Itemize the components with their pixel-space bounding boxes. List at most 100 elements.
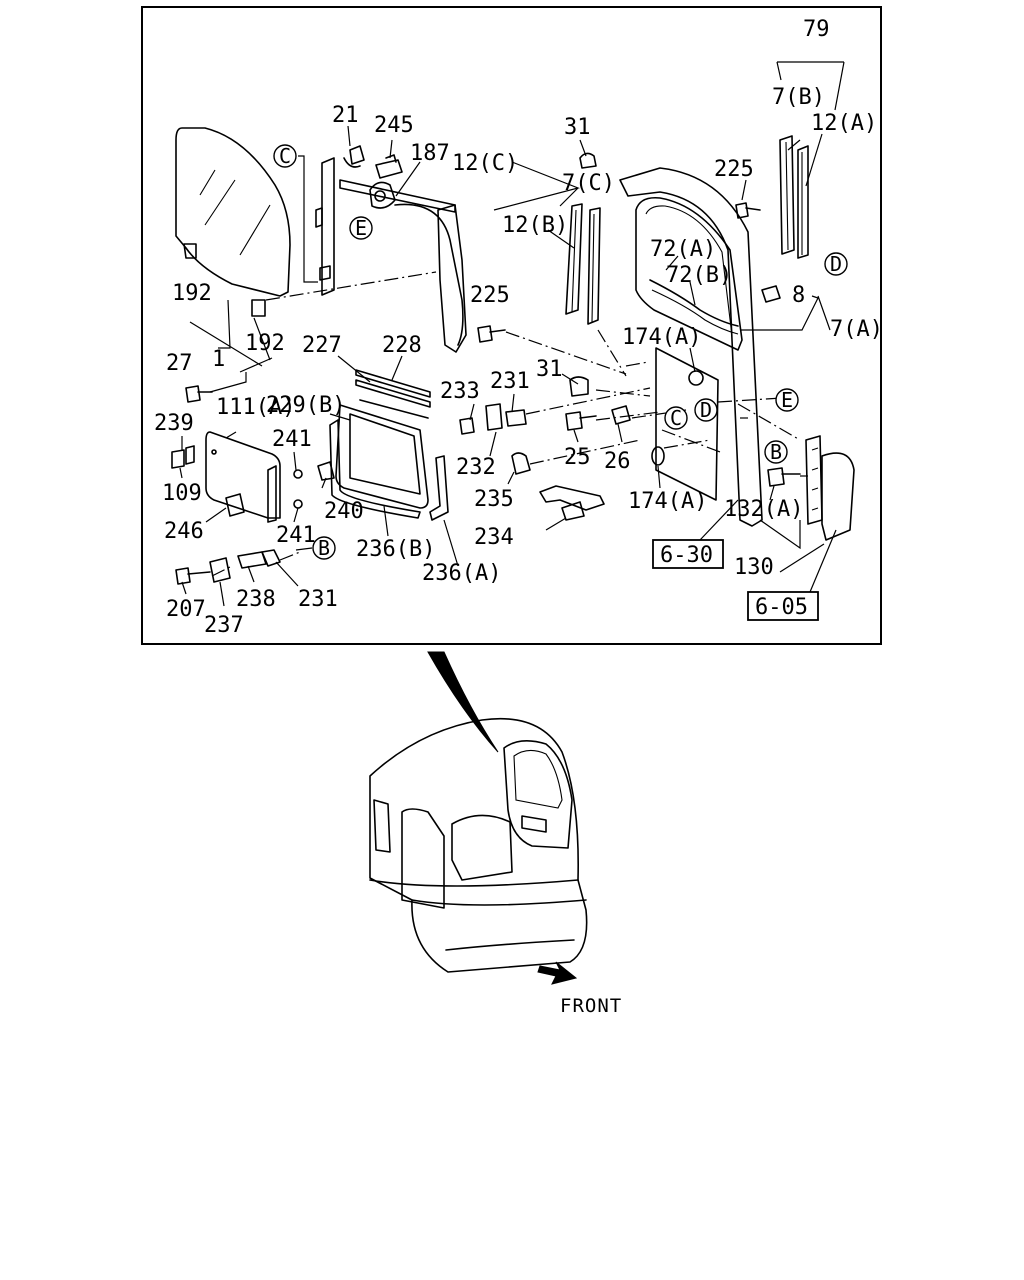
label-7b: 7(B) <box>772 85 825 110</box>
latch-109 <box>171 445 195 469</box>
label-225-right: 225 <box>714 157 754 182</box>
label-235: 235 <box>474 487 514 512</box>
ref-c-left: C <box>279 144 291 168</box>
small-window-panel <box>205 431 281 523</box>
ref-c-mid-circle <box>664 406 688 430</box>
label-174a-bottom: 174(A) <box>628 489 707 514</box>
bolt-225-left <box>477 325 506 343</box>
bolt-27 <box>185 385 213 403</box>
label-207: 207 <box>166 597 206 622</box>
window-regulator <box>339 145 467 353</box>
fasteners-240-241 <box>293 461 335 509</box>
bracket-234 <box>539 485 605 521</box>
label-238: 238 <box>236 587 276 612</box>
door-frame-bracket <box>315 157 335 296</box>
box-6-30: 6-30 <box>660 543 713 568</box>
ref-d-mid: D <box>700 398 712 422</box>
glass-run-channel-12a <box>779 135 809 259</box>
label-12b: 12(B) <box>502 213 568 238</box>
bolt-235 <box>511 452 531 475</box>
label-239: 239 <box>154 411 194 436</box>
label-229b: 229(B) <box>266 393 345 418</box>
ref-e-right: E <box>781 388 793 412</box>
label-240: 240 <box>324 499 364 524</box>
plug-174a <box>651 446 665 466</box>
part-labels: 79 7(B) 12(A) 21 245 187 12(C) 7(C) 31 2… <box>154 17 883 638</box>
side-window-glass <box>175 127 291 317</box>
label-231-bottom: 231 <box>298 587 338 612</box>
label-26: 26 <box>604 449 631 474</box>
label-174a-top: 174(A) <box>622 325 701 350</box>
label-12a: 12(A) <box>811 111 877 136</box>
label-236b: 236(B) <box>356 537 435 562</box>
ref-b-left: B <box>318 536 330 560</box>
sliding-window-frame <box>329 404 449 521</box>
label-245: 245 <box>374 113 414 138</box>
latch-246 <box>225 493 245 517</box>
front-label: FRONT <box>560 995 622 1017</box>
label-7c: 7(C) <box>562 171 615 196</box>
label-228: 228 <box>382 333 422 358</box>
label-192-top: 192 <box>172 281 212 306</box>
label-8: 8 <box>792 283 805 308</box>
label-21: 21 <box>332 103 359 128</box>
window-rails <box>355 369 431 419</box>
label-246: 246 <box>164 519 204 544</box>
door-frame-panel <box>619 167 763 527</box>
box-6-30-frame <box>652 539 724 569</box>
label-233: 233 <box>440 379 480 404</box>
label-72b: 72(B) <box>666 263 732 288</box>
box-6-05: 6-05 <box>755 595 808 620</box>
label-72a: 72(A) <box>650 237 716 262</box>
ref-d-top-circle <box>824 252 848 276</box>
bolt-31-mid <box>569 376 589 397</box>
label-234: 234 <box>474 525 514 550</box>
label-109: 109 <box>162 481 202 506</box>
clip-8 <box>761 285 781 303</box>
ref-e-right-circle <box>775 388 799 412</box>
leader-lines <box>179 61 845 607</box>
front-arrow: FRONT <box>537 961 622 1017</box>
hinge-assembly <box>175 549 281 585</box>
garnish-130 <box>767 435 855 541</box>
diagram-frame <box>141 6 882 645</box>
boxed-references: 6-30 6-05 <box>652 539 819 621</box>
label-12c: 12(C) <box>452 151 518 176</box>
bolt-31-top <box>579 152 597 169</box>
ref-c-mid: C <box>670 406 682 430</box>
label-1: 1 <box>212 347 225 372</box>
ref-c-left-circle <box>273 144 297 168</box>
ref-e-left-circle <box>349 216 373 240</box>
label-227: 227 <box>302 333 342 358</box>
label-25: 25 <box>564 445 591 470</box>
label-27: 27 <box>166 351 193 376</box>
glass-run-channel-12b <box>565 203 601 325</box>
label-111a: 111(A) <box>216 395 295 420</box>
callout-wedge <box>427 651 499 753</box>
bolt-25-26 <box>565 405 631 431</box>
label-187: 187 <box>410 141 450 166</box>
label-225-left: 225 <box>470 283 510 308</box>
label-7a: 7(A) <box>830 317 883 342</box>
label-232: 232 <box>456 455 496 480</box>
ref-d-mid-circle <box>694 398 718 422</box>
ref-e-left: E <box>355 216 367 240</box>
label-31-mid: 31 <box>536 357 563 382</box>
box-6-05-frame <box>747 591 819 621</box>
ref-d-top: D <box>830 252 842 276</box>
label-241-bottom: 241 <box>276 523 316 548</box>
label-236a: 236(A) <box>422 561 501 586</box>
reference-markers: C C E E D D B B <box>273 144 848 560</box>
ref-b-right-circle <box>764 440 788 464</box>
label-241-top: 241 <box>272 427 312 452</box>
ref-b-left-circle <box>312 536 336 560</box>
cab-overview <box>369 717 588 973</box>
label-132a: 132(A) <box>724 497 803 522</box>
label-237: 237 <box>204 613 244 638</box>
label-192-bottom: 192 <box>245 331 285 356</box>
label-130: 130 <box>734 555 774 580</box>
label-31-top: 31 <box>564 115 591 140</box>
ref-b-right: B <box>770 440 782 464</box>
hinge-mid <box>459 403 527 435</box>
